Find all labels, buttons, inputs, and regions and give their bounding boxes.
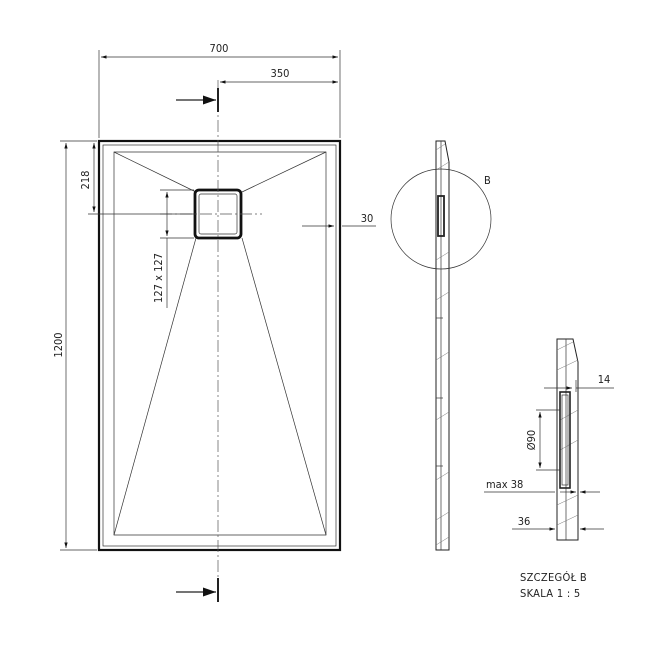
section-profile [435,140,450,551]
dim-drain-size: 127 x 127 [152,189,194,308]
dim-length-total-label: 1200 [52,332,65,357]
dim-side-offset: 30 [302,212,376,228]
detail-title: SZCZEGÓŁ B [520,571,587,584]
detail-hatching [556,341,579,526]
plan-view: 700 350 1200 218 127 x 127 [52,42,376,602]
dim-length-total: 1200 [52,140,97,551]
tray-slope-area [113,151,327,536]
detail-drain-body [559,391,571,489]
section-drain [437,195,445,237]
dim-drain-offset: 218 [79,143,196,215]
dim-width-half-label: 350 [271,67,290,80]
dim-detail-diameter-label: Ø90 [525,430,538,450]
dim-detail-top: 14 [544,373,614,392]
dim-width-half: 350 [220,67,338,84]
section-hatching [435,143,450,546]
dim-width-total: 700 [98,42,341,138]
dim-detail-max: max 38 [484,478,600,494]
section-arrows [176,88,219,602]
tray-inner-outline [102,144,337,547]
dim-detail-bottom: 36 [512,515,604,531]
tray-outline [97,139,342,552]
detail-b-view: 14 Ø90 max 38 36 SZCZEGÓŁ B SKALA 1 : 5 [484,338,614,600]
dim-side-offset-label: 30 [361,212,374,225]
dim-detail-diameter: Ø90 [525,409,560,471]
slope-lines [113,151,327,536]
section-view: B [390,140,492,551]
dim-drain-offset-label: 218 [79,171,92,190]
detail-marker-label: B [484,174,491,187]
dim-detail-top-label: 14 [598,373,611,386]
detail-circle-b [390,168,492,270]
dim-drain-size-label: 127 x 127 [152,253,165,303]
dim-detail-bottom-label: 36 [518,515,531,528]
dim-detail-max-label: max 38 [486,478,523,491]
detail-scale: SKALA 1 : 5 [520,587,581,600]
detail-profile [556,338,579,541]
dim-width-total-label: 700 [210,42,229,55]
